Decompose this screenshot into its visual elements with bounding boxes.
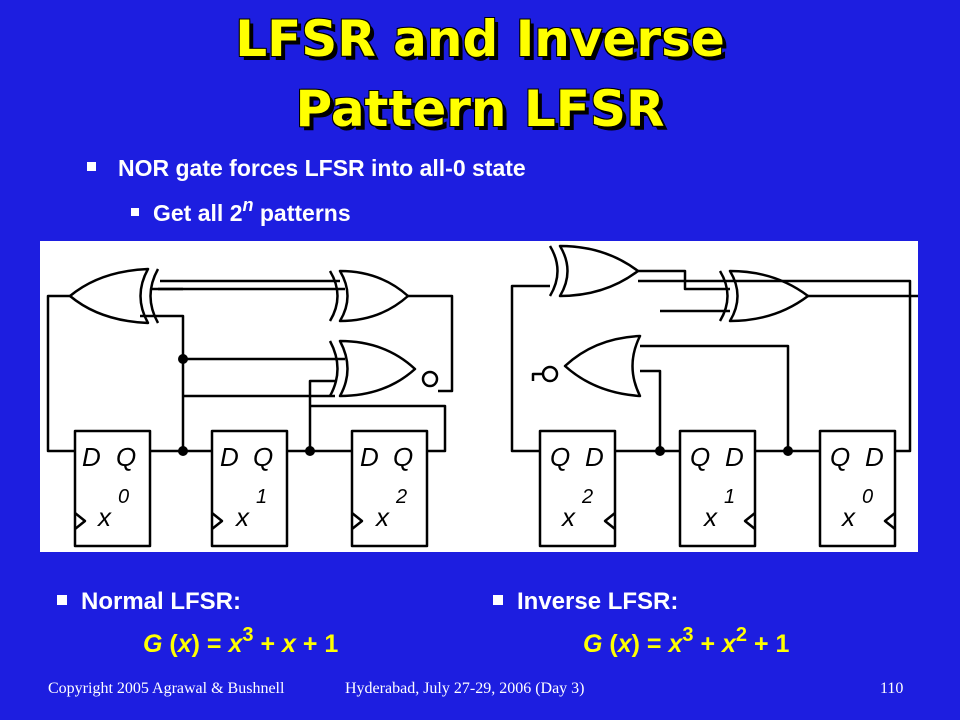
slide-title-line2: Pattern LFSR: [295, 80, 665, 138]
right-ff1-box: [678, 429, 757, 548]
right-ff0-sup: 0: [862, 486, 873, 508]
left-xor2: [338, 269, 410, 323]
right-ff2-d: D: [585, 442, 604, 472]
left-ff1-q: Q: [253, 442, 273, 472]
bullet2-prefix: Get all 2: [153, 200, 243, 226]
inverse-tail: + 1: [747, 630, 790, 658]
inverse-sup2: 2: [735, 624, 748, 646]
left-ff1-sup: 1: [256, 486, 267, 508]
right-ff0-box: [818, 429, 897, 548]
inverse-x2: x: [668, 630, 683, 658]
right-ff2-q: Q: [550, 442, 570, 472]
right-ff2-sup: 2: [581, 486, 593, 508]
bullet-all-patterns: Get all 2n patterns: [131, 195, 351, 227]
circuit-svg: D Q x 0 D Q x 1 D Q x 2 Q D x 2 Q D x 1 …: [46, 244, 920, 548]
normal-lfsr-label: Normal LFSR:: [57, 588, 241, 616]
left-nor-bubble: [421, 370, 439, 388]
right-ff0-clock: [883, 512, 896, 530]
left-ff2-var: x: [374, 502, 390, 532]
left-ff1-var: x: [234, 502, 250, 532]
normal-x3: x: [282, 630, 296, 658]
right-nor-bubble: [541, 365, 559, 383]
right-ff1-q: Q: [690, 442, 710, 472]
right-ff1-sup: 1: [724, 486, 735, 508]
normal-lfsr-label-text: Normal LFSR:: [81, 588, 242, 615]
bullet2-suffix: patterns: [253, 200, 351, 226]
right-ff0-d: D: [865, 442, 884, 472]
right-xor2: [728, 269, 810, 323]
square-bullet-icon: [131, 207, 139, 216]
left-ff2-q: Q: [393, 442, 413, 472]
left-ff0-d: D: [82, 442, 101, 472]
left-ff2-clock: [351, 512, 364, 530]
left-ff1-clock: [211, 512, 224, 530]
normal-rest: +: [253, 630, 282, 658]
left-ff0-clock: [74, 512, 87, 530]
right-nor: [563, 334, 642, 398]
left-xor1: [68, 267, 150, 325]
inverse-lfsr-label: Inverse LFSR:: [493, 588, 678, 616]
left-ff1-d: D: [220, 442, 239, 472]
right-xor1: [558, 244, 640, 298]
bullet2-exponent: n: [242, 195, 254, 215]
square-bullet-icon: [493, 594, 503, 605]
inverse-x1: x: [617, 630, 632, 658]
left-ff2-d: D: [360, 442, 379, 472]
normal-lfsr-formula: G (x) = x3 + x + 1: [143, 624, 339, 658]
square-bullet-icon: [87, 162, 96, 172]
left-nor: [338, 339, 417, 398]
bullet-nor-gate: NOR gate forces LFSR into all-0 state: [87, 155, 526, 182]
footer-copyright: Copyright 2005 Agrawal & Bushnell: [48, 680, 285, 697]
normal-tail: + 1: [295, 630, 339, 658]
right-ff1-var: x: [702, 502, 718, 532]
left-ff2-sup: 2: [395, 486, 407, 508]
bullet1-text: NOR gate forces LFSR into all-0 state: [118, 155, 526, 181]
inverse-lfsr-formula: G (x) = x3 + x2 + 1: [583, 624, 790, 658]
square-bullet-icon: [57, 594, 67, 605]
normal-eq: ) =: [191, 630, 229, 658]
inverse-eq: ) =: [631, 630, 669, 658]
normal-x1: x: [177, 630, 192, 658]
right-ff2-var: x: [560, 502, 576, 532]
inverse-x3: x: [722, 630, 736, 658]
left-ff1-box: [210, 429, 289, 548]
left-ff0-var: x: [96, 502, 112, 532]
right-ff2-box: [538, 429, 617, 548]
normal-x2: x: [228, 630, 243, 658]
inverse-mid: +: [693, 630, 722, 658]
inverse-g: G: [583, 630, 603, 658]
footer-event: Hyderabad, July 27-29, 2006 (Day 3): [345, 680, 585, 697]
normal-sup: 3: [242, 624, 254, 646]
right-ff0-q: Q: [830, 442, 850, 472]
slide-title-line1: LFSR and Inverse: [235, 10, 725, 68]
inverse-sup1: 3: [682, 624, 694, 646]
right-ff0-var: x: [840, 502, 856, 532]
right-ff1-d: D: [725, 442, 744, 472]
lfsr-circuit-diagram: D Q x 0 D Q x 1 D Q x 2 Q D x 2 Q D x 1 …: [40, 241, 920, 552]
footer-page-number: 110: [880, 680, 904, 697]
right-ff2-clock: [603, 512, 616, 530]
right-ff1-clock: [743, 512, 756, 530]
left-ff2-box: [350, 429, 429, 548]
inverse-lfsr-label-text: Inverse LFSR:: [517, 588, 679, 615]
left-ff0-box: [73, 429, 152, 548]
normal-g: G: [143, 630, 163, 658]
left-ff0-sup: 0: [118, 486, 129, 508]
left-ff0-q: Q: [116, 442, 136, 472]
